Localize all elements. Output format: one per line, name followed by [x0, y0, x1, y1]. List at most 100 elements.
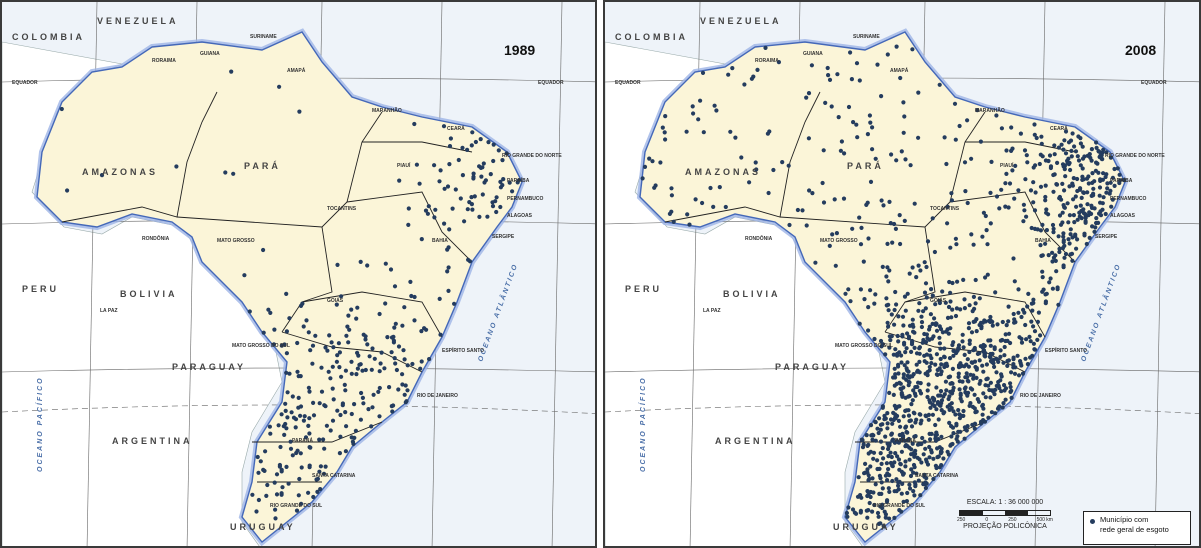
- municipality-dot: [1019, 363, 1024, 368]
- municipality-dot: [311, 413, 317, 418]
- label-bahia: BAHIA: [432, 238, 448, 244]
- municipality-dot: [872, 301, 877, 306]
- municipality-dot: [280, 485, 285, 490]
- label-rio-grande-do-sul: RIO GRANDE DO SUL: [270, 503, 322, 509]
- municipality-dot: [1040, 269, 1045, 274]
- municipality-dot: [866, 328, 871, 333]
- municipality-dot: [889, 432, 894, 437]
- municipality-dot: [908, 418, 913, 423]
- municipality-dot: [419, 359, 424, 364]
- scale-tick: 250: [957, 517, 966, 523]
- municipality-dot: [325, 348, 330, 353]
- municipality-dot: [330, 418, 336, 423]
- municipality-dot: [967, 349, 972, 355]
- municipality-dot: [898, 386, 903, 391]
- municipality-dot: [754, 167, 759, 172]
- municipality-dot: [1016, 373, 1022, 378]
- municipality-dot: [897, 467, 902, 472]
- municipality-dot: [1046, 212, 1051, 217]
- municipality-dot: [915, 442, 921, 447]
- municipality-dot: [945, 221, 950, 226]
- municipality-dot: [263, 449, 268, 454]
- municipality-dot: [1093, 225, 1098, 230]
- municipality-dot: [871, 456, 876, 461]
- municipality-dot: [901, 323, 906, 328]
- municipality-dot: [954, 436, 959, 442]
- municipality-dot: [1062, 163, 1067, 168]
- municipality-dot: [1019, 314, 1024, 320]
- municipality-dot: [490, 204, 496, 209]
- municipality-dot: [1009, 395, 1014, 400]
- municipality-dot: [981, 348, 987, 353]
- municipality-dot: [896, 457, 902, 462]
- municipality-dot: [327, 333, 332, 338]
- municipality-dot: [930, 321, 935, 326]
- municipality-dot: [850, 226, 855, 231]
- municipality-dot: [1117, 180, 1122, 186]
- municipality-dot: [470, 130, 475, 135]
- municipality-dot: [271, 342, 276, 347]
- municipality-dot: [1075, 154, 1080, 159]
- municipality-dot: [229, 69, 234, 74]
- municipality-dot: [498, 204, 503, 210]
- municipality-dot: [1066, 220, 1071, 225]
- municipality-dot: [485, 214, 490, 219]
- municipality-dot: [1073, 149, 1079, 154]
- municipality-dot: [272, 480, 277, 485]
- municipality-dot: [887, 516, 892, 521]
- municipality-dot: [1024, 214, 1029, 219]
- municipality-dot: [860, 445, 866, 450]
- municipality-dot: [895, 454, 900, 459]
- label-piaui: PIAUÍ: [1000, 161, 1014, 169]
- municipality-dot: [1084, 176, 1090, 181]
- municipality-dot: [875, 62, 880, 67]
- municipality-dot: [885, 411, 890, 416]
- municipality-dot: [298, 303, 304, 308]
- municipality-dot: [711, 204, 716, 209]
- municipality-dot: [406, 222, 411, 227]
- municipality-dot: [1032, 208, 1038, 213]
- municipality-dot: [354, 316, 359, 321]
- state-borders: [61, 91, 473, 483]
- municipality-dot: [297, 109, 302, 114]
- municipality-dot: [932, 316, 937, 321]
- municipality-dot: [663, 114, 668, 119]
- municipality-dot: [669, 209, 674, 214]
- municipality-dot: [867, 500, 872, 506]
- municipality-dot: [1029, 301, 1034, 306]
- municipality-dot: [1083, 219, 1088, 224]
- municipality-dot: [878, 451, 883, 456]
- municipality-dot: [1079, 216, 1084, 221]
- municipality-dot: [938, 346, 943, 351]
- municipality-dot: [949, 198, 954, 203]
- municipality-dot: [453, 187, 458, 192]
- municipality-dot: [933, 422, 938, 428]
- municipality-dot: [1074, 246, 1079, 251]
- municipality-dot: [304, 318, 309, 323]
- municipality-dot: [65, 188, 70, 193]
- municipality-dot: [925, 373, 930, 378]
- municipality-dot: [684, 129, 689, 134]
- municipality-dot: [494, 209, 499, 215]
- municipality-dot: [1095, 161, 1100, 166]
- municipality-dot: [876, 430, 881, 436]
- municipality-dot: [419, 237, 424, 242]
- municipality-dot: [965, 200, 970, 206]
- municipality-dot: [1051, 226, 1056, 231]
- municipality-dot: [1090, 171, 1095, 176]
- municipality-dot: [1063, 129, 1069, 134]
- label-alagoas: ALAGOAS: [507, 213, 533, 219]
- municipality-dot: [957, 123, 962, 129]
- municipality-dot: [491, 142, 496, 147]
- municipality-dot: [954, 421, 959, 426]
- municipality-dot: [1090, 224, 1095, 229]
- municipality-dot: [880, 446, 885, 451]
- municipality-dot: [892, 383, 897, 388]
- municipality-dot: [894, 44, 899, 49]
- municipality-dot: [427, 357, 432, 362]
- municipality-dot: [935, 372, 940, 377]
- municipality-dot: [437, 296, 442, 301]
- municipality-dot: [1104, 150, 1109, 155]
- municipality-dot: [888, 338, 893, 343]
